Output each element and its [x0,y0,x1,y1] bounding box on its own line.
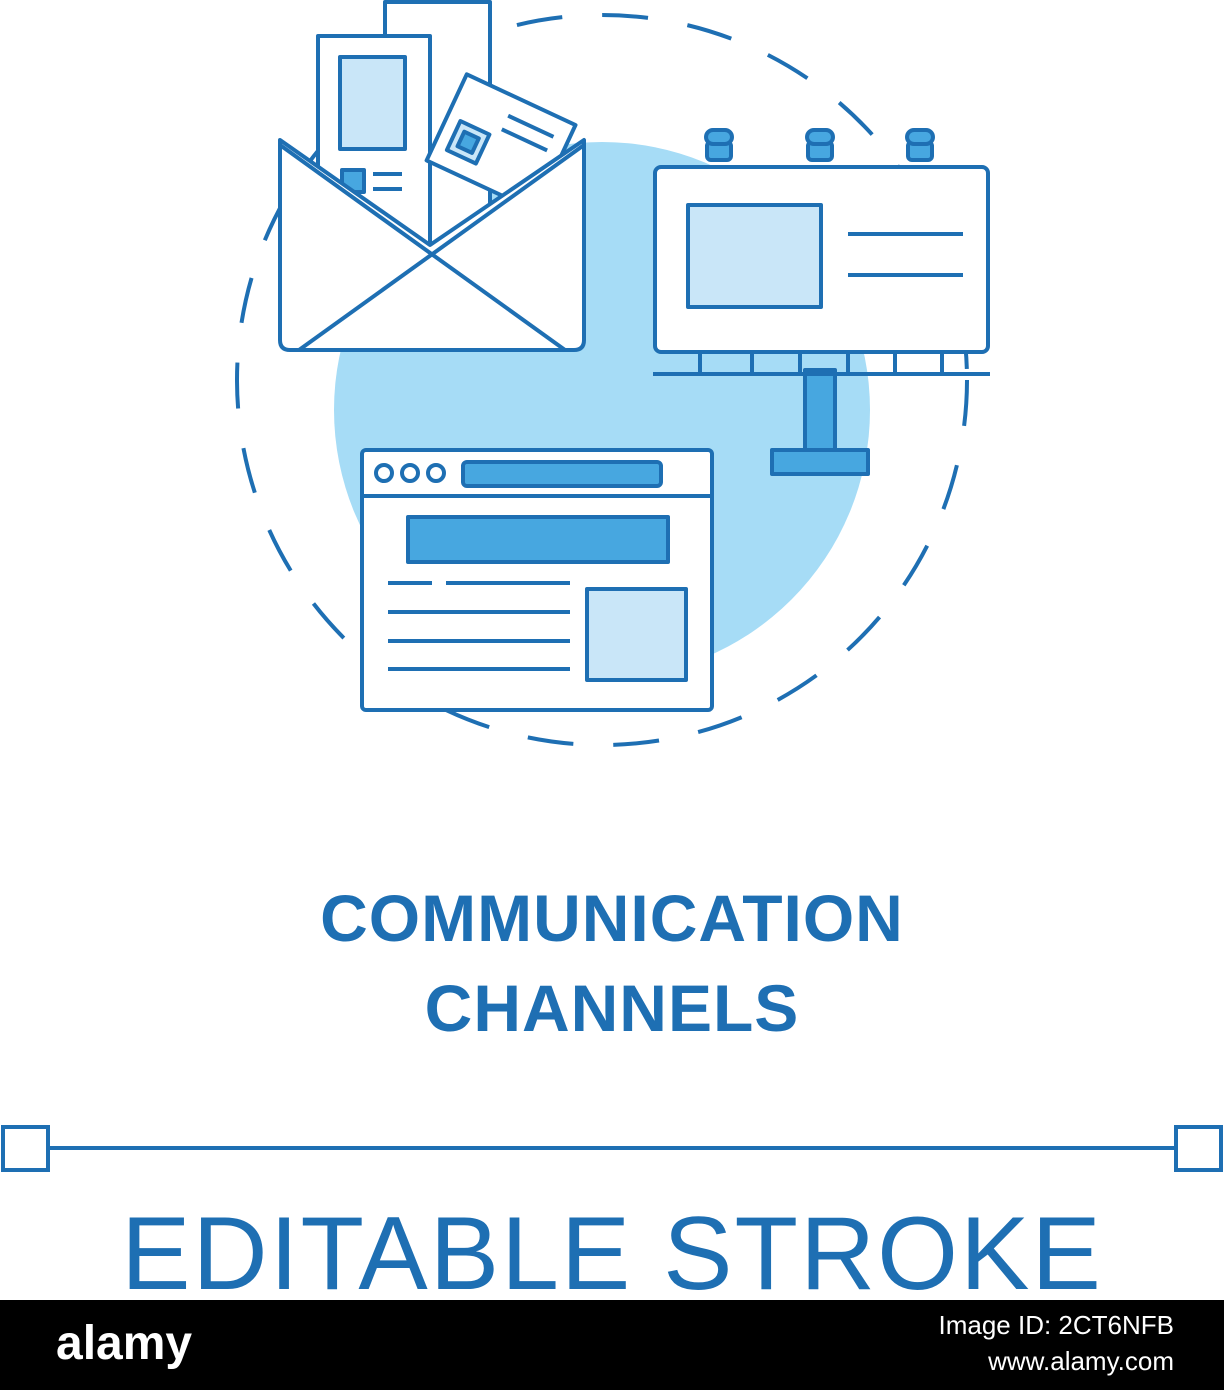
stroke-handle-left-icon [1,1125,50,1172]
watermark-footer: alamy Image ID: 2CT6NFB www.alamy.com [0,1300,1224,1390]
dashed-circle [235,13,969,747]
editable-stroke-label: EDITABLE STROKE [121,1202,1103,1300]
browser-window-icon [360,448,714,712]
title-line-2: CHANNELS [424,971,800,1045]
image-id: Image ID: 2CT6NFB [938,1310,1174,1340]
billboard-icon [653,128,990,476]
title-line-1: COMMUNICATION [320,881,904,955]
alamy-logo: alamy [56,1317,193,1370]
envelope-icon [278,0,586,352]
image-url: www.alamy.com [988,1346,1174,1376]
communication-channels-illustration [235,0,990,747]
stroke-handle-right-icon [1174,1125,1223,1172]
